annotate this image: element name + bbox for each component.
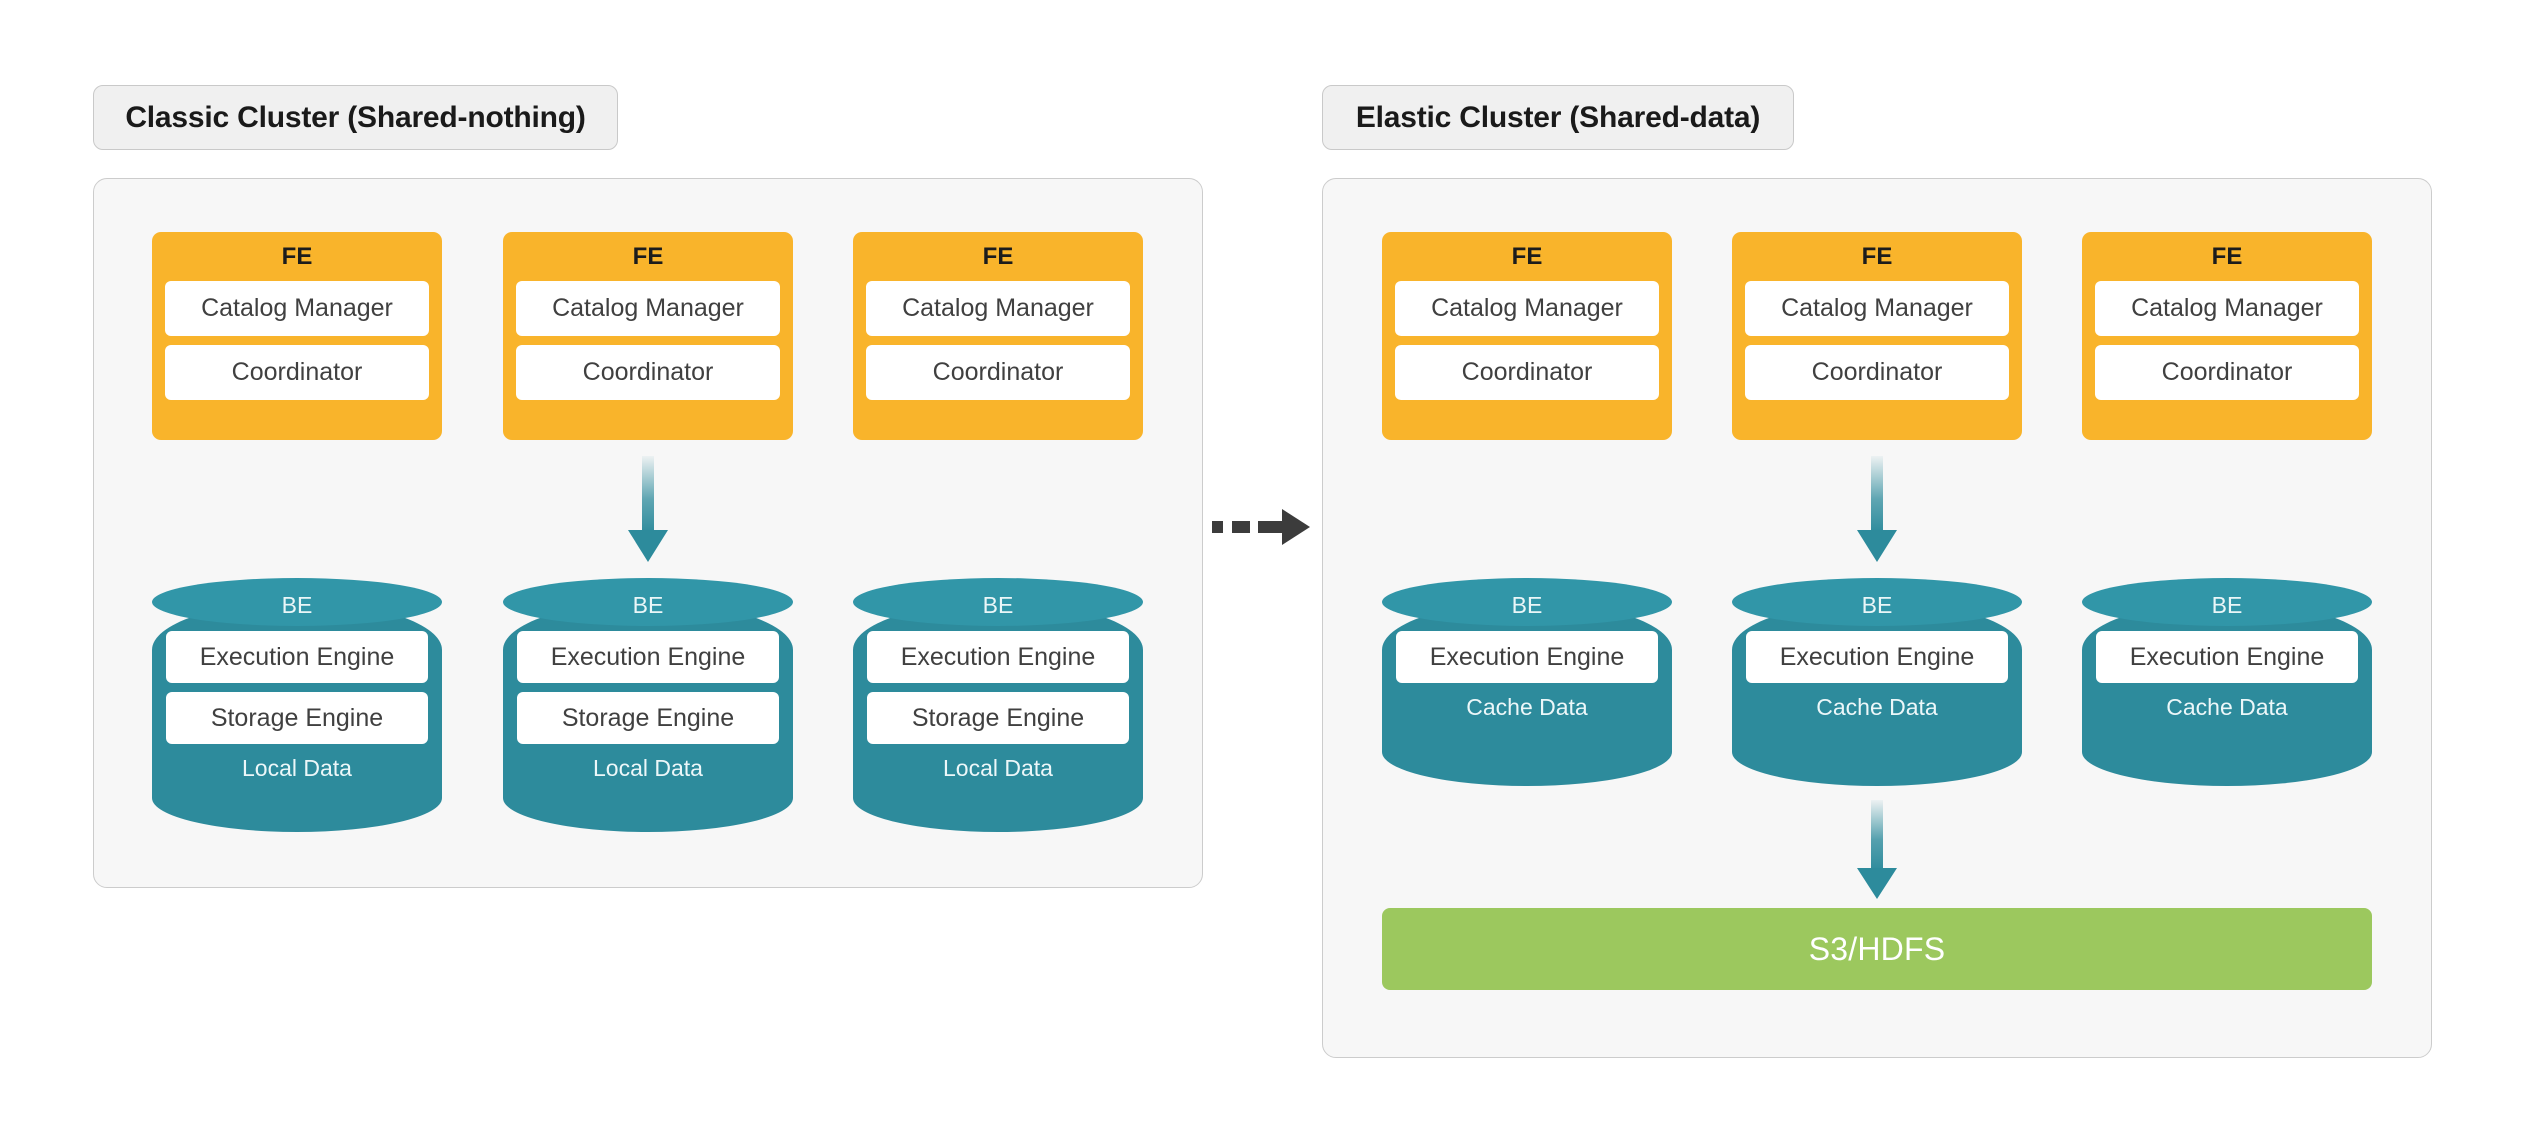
flow-arrow-fe-to-be-classic (626, 456, 670, 566)
fe-item-coordinator[interactable]: Coordinator (2095, 345, 2359, 400)
be-item-execution-engine[interactable]: Execution Engine (2096, 631, 2358, 683)
be-cylinder-cap (1732, 578, 2022, 626)
flow-arrow-be-to-storage-elastic (1855, 800, 1899, 902)
flow-arrow-fe-to-be-elastic (1855, 456, 1899, 566)
be-item-storage-engine[interactable]: Storage Engine (166, 692, 428, 744)
be-node-title: BE (1511, 592, 1543, 618)
be-item-execution-engine[interactable]: Execution Engine (166, 631, 428, 683)
fe-item-coordinator[interactable]: Coordinator (1745, 345, 2009, 400)
fe-item-coordinator[interactable]: Coordinator (165, 345, 429, 400)
be-node-classic-2[interactable]: BE Execution Engine Storage Engine Local… (503, 578, 793, 832)
fe-item-catalog-manager[interactable]: Catalog Manager (1395, 281, 1659, 336)
be-node-classic-3[interactable]: BE Execution Engine Storage Engine Local… (853, 578, 1143, 832)
fe-item-coordinator[interactable]: Coordinator (516, 345, 780, 400)
fe-node-classic-2[interactable]: FE Catalog Manager Coordinator (503, 232, 793, 440)
fe-node-title: FE (281, 243, 313, 270)
fe-node-title: FE (1861, 243, 1893, 270)
fe-node-elastic-2[interactable]: FE Catalog Manager Coordinator (1732, 232, 2022, 440)
fe-node-elastic-1[interactable]: FE Catalog Manager Coordinator (1382, 232, 1672, 440)
cluster-label-elastic-text: Elastic Cluster (Shared-data) (1355, 100, 1761, 134)
be-node-title: BE (632, 592, 664, 618)
fe-item-coordinator[interactable]: Coordinator (1395, 345, 1659, 400)
be-cylinder-cap (152, 578, 442, 626)
fe-item-coordinator[interactable]: Coordinator (866, 345, 1130, 400)
be-node-title: BE (2211, 592, 2243, 618)
be-cylinder-cap (1382, 578, 1672, 626)
cluster-label-elastic: Elastic Cluster (Shared-data) (1322, 85, 1794, 150)
be-node-elastic-3[interactable]: BE Execution Engine Cache Data (2082, 578, 2372, 786)
fe-node-classic-3[interactable]: FE Catalog Manager Coordinator (853, 232, 1143, 440)
be-cylinder-cap (503, 578, 793, 626)
fe-node-elastic-3[interactable]: FE Catalog Manager Coordinator (2082, 232, 2372, 440)
be-item-execution-engine[interactable]: Execution Engine (1746, 631, 2008, 683)
be-data-label: Local Data (943, 755, 1053, 781)
be-data-label: Cache Data (1466, 694, 1588, 720)
be-node-elastic-2[interactable]: BE Execution Engine Cache Data (1732, 578, 2022, 786)
be-cylinder-cap (853, 578, 1143, 626)
be-item-storage-engine[interactable]: Storage Engine (867, 692, 1129, 744)
cluster-label-classic-text: Classic Cluster (Shared-nothing) (125, 100, 586, 134)
be-cylinder-cap (2082, 578, 2372, 626)
be-node-title: BE (982, 592, 1014, 618)
fe-node-title: FE (2211, 243, 2243, 270)
fe-node-classic-1[interactable]: FE Catalog Manager Coordinator (152, 232, 442, 440)
fe-item-catalog-manager[interactable]: Catalog Manager (866, 281, 1130, 336)
be-item-execution-engine[interactable]: Execution Engine (1396, 631, 1658, 683)
be-node-elastic-1[interactable]: BE Execution Engine Cache Data (1382, 578, 1672, 786)
be-data-label: Cache Data (1816, 694, 1938, 720)
fe-item-catalog-manager[interactable]: Catalog Manager (516, 281, 780, 336)
fe-node-title: FE (632, 243, 664, 270)
dashed-arrow-right-icon (1212, 505, 1312, 549)
shared-storage-s3-hdfs[interactable]: S3/HDFS (1382, 908, 2372, 990)
be-item-execution-engine[interactable]: Execution Engine (867, 631, 1129, 683)
fe-node-title: FE (982, 243, 1014, 270)
be-node-classic-1[interactable]: BE Execution Engine Storage Engine Local… (152, 578, 442, 832)
be-data-label: Cache Data (2166, 694, 2288, 720)
be-node-title: BE (281, 592, 313, 618)
be-data-label: Local Data (242, 755, 352, 781)
fe-item-catalog-manager[interactable]: Catalog Manager (165, 281, 429, 336)
shared-storage-label: S3/HDFS (1808, 930, 1946, 967)
be-node-title: BE (1861, 592, 1893, 618)
fe-node-title: FE (1511, 243, 1543, 270)
be-item-execution-engine[interactable]: Execution Engine (517, 631, 779, 683)
cluster-label-classic: Classic Cluster (Shared-nothing) (93, 85, 618, 150)
fe-item-catalog-manager[interactable]: Catalog Manager (2095, 281, 2359, 336)
fe-item-catalog-manager[interactable]: Catalog Manager (1745, 281, 2009, 336)
be-item-storage-engine[interactable]: Storage Engine (517, 692, 779, 744)
be-data-label: Local Data (593, 755, 703, 781)
